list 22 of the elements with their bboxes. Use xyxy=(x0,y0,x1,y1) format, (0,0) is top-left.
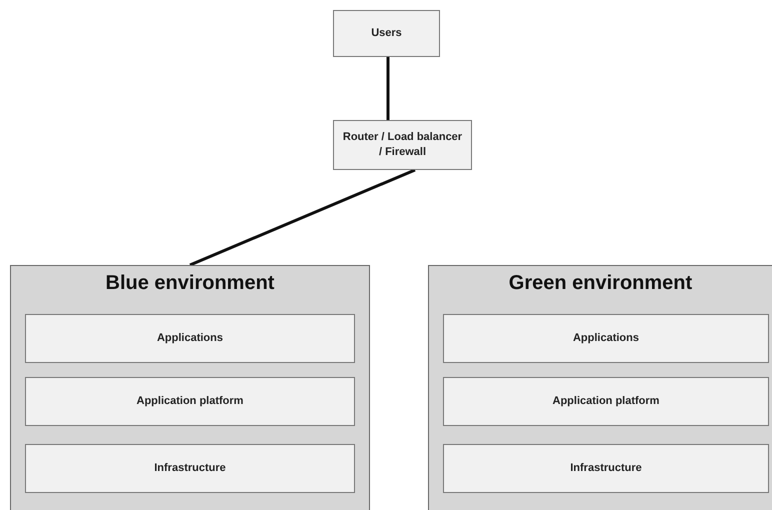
component-box xyxy=(443,444,769,493)
component-box xyxy=(25,444,355,493)
connector-line xyxy=(386,57,390,120)
component-box xyxy=(443,314,769,363)
box-label: Applications xyxy=(156,331,223,346)
box-label: Application platform xyxy=(552,394,660,409)
environment-panel xyxy=(428,265,772,510)
box-label: Infrastructure xyxy=(154,461,226,476)
environment-panel xyxy=(10,265,370,510)
connector-line xyxy=(189,168,416,266)
component-box xyxy=(25,314,355,363)
component-box xyxy=(333,120,472,170)
component-box xyxy=(443,377,769,426)
component-box xyxy=(333,10,440,57)
panel-heading: Blue environment xyxy=(104,272,276,295)
box-label: Application platform xyxy=(136,394,244,409)
box-label: Infrastructure xyxy=(570,461,642,476)
box-label: Router / Load balancer / Firewall xyxy=(342,130,463,160)
panel-heading: Green environment xyxy=(508,272,694,295)
component-box xyxy=(25,377,355,426)
box-label: Applications xyxy=(572,331,639,346)
box-label: Users xyxy=(371,26,402,41)
